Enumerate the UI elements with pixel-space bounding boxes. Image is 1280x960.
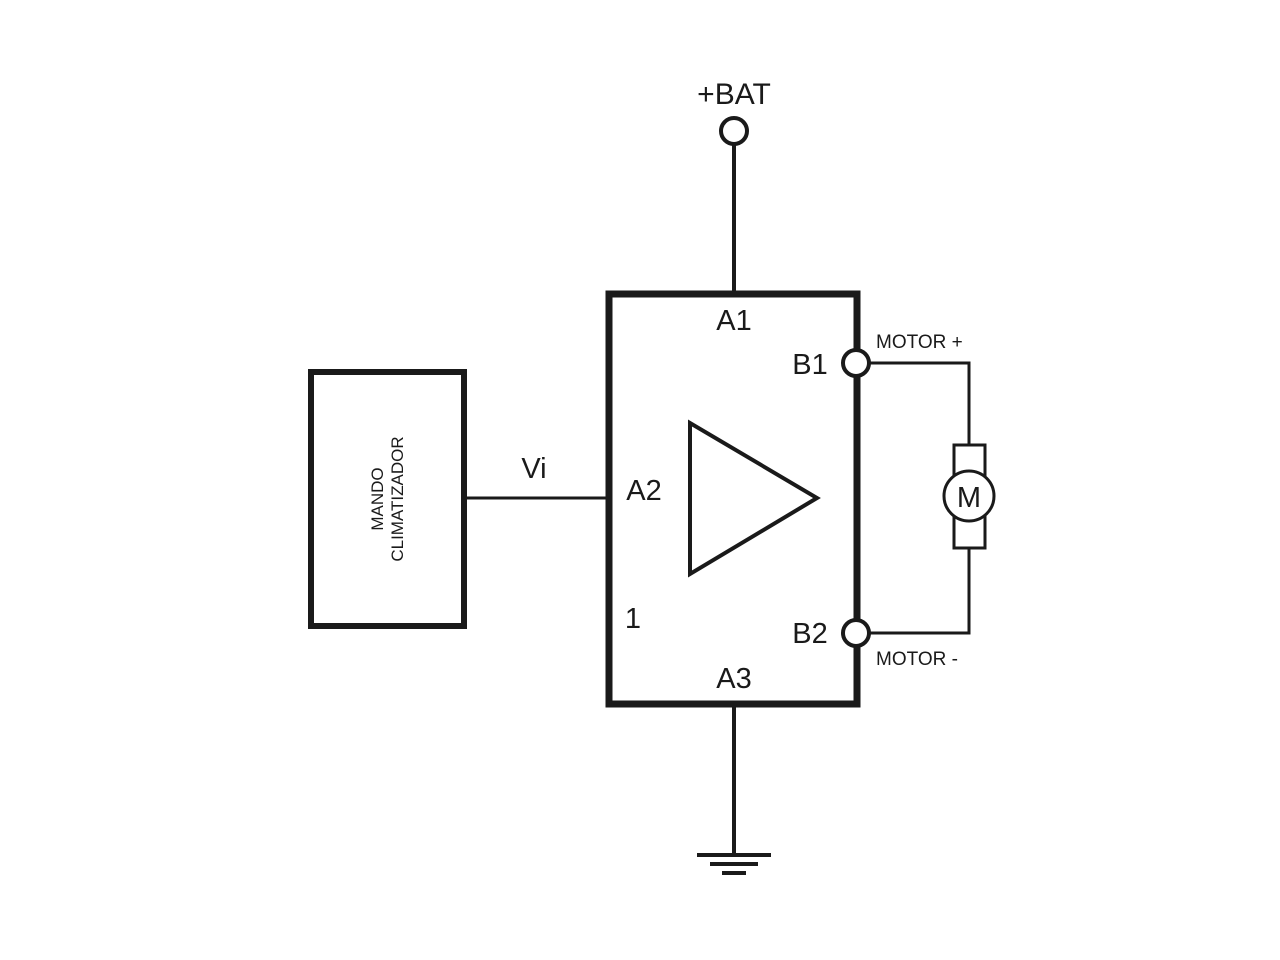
pin-a1-label: A1: [716, 305, 751, 337]
module-number-label: 1: [625, 603, 641, 635]
bat-label: +BAT: [697, 78, 771, 111]
motor-plus-label: MOTOR +: [876, 332, 963, 353]
b2-terminal: [841, 618, 871, 648]
amplifier-triangle-icon: [688, 419, 821, 578]
controller-label-line2: CLIMATIZADOR: [388, 436, 407, 561]
motor-minus-wire: [869, 548, 971, 635]
motor-icon: [942, 443, 996, 550]
vi-label: Vi: [521, 453, 546, 485]
bat-terminal: [719, 116, 749, 146]
b1-terminal: [841, 348, 871, 378]
pin-b2-label: B2: [792, 618, 827, 650]
pin-a3-label: A3: [716, 663, 751, 695]
controller-label-line1: MANDO: [368, 467, 387, 530]
motor-plus-wire: [869, 361, 971, 445]
pin-b1-label: B1: [792, 349, 827, 381]
motor-minus-label: MOTOR -: [876, 649, 958, 670]
pin-a2-label: A2: [626, 475, 661, 507]
ground-icon: [697, 853, 771, 875]
motor-symbol-label: M: [957, 482, 981, 514]
